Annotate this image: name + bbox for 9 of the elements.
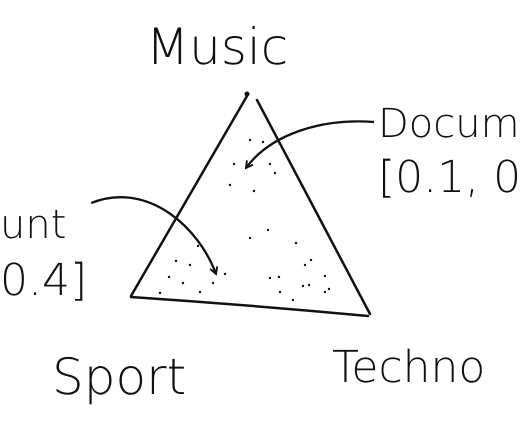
annotation-label: unt — [0, 205, 68, 245]
vertex-label: Music — [146, 22, 288, 72]
vertex-label: Sport — [52, 352, 186, 402]
vertex-label: Techno — [332, 346, 486, 390]
coordinate-label: 0.4] — [0, 259, 88, 303]
arrow — [90, 196, 218, 275]
arrow — [245, 120, 374, 169]
coordinate-label: [0.1, 0 — [378, 156, 522, 200]
annotation-label: Docum — [378, 104, 521, 144]
